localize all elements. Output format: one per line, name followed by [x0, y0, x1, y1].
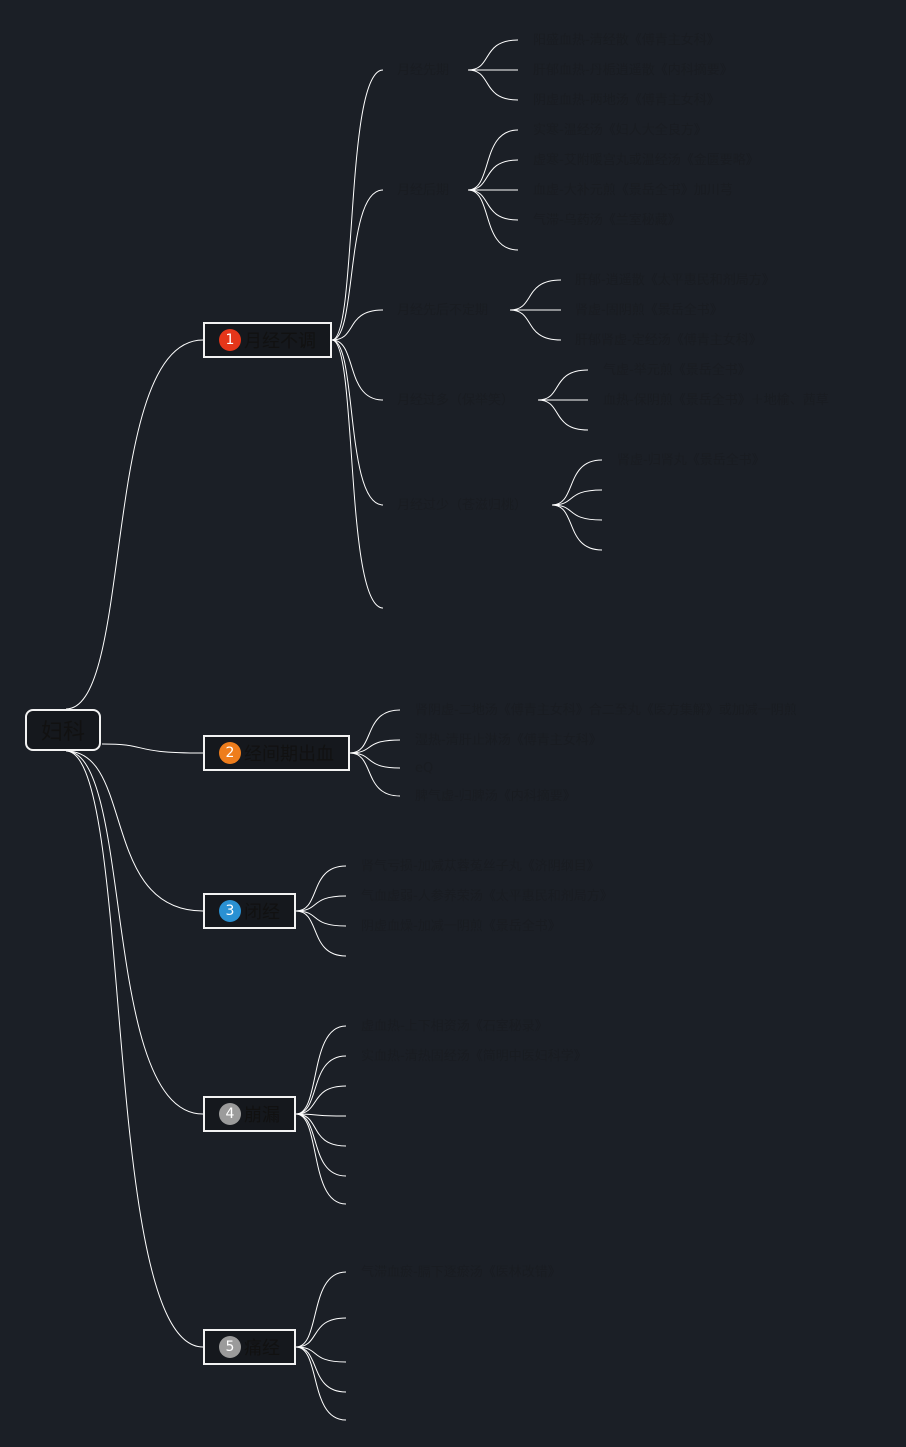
- connector-root-branch-1: [65, 339, 204, 710]
- connector-leaf: [349, 739, 401, 754]
- connector-leaf: [509, 279, 562, 311]
- connector-branch-subtopic: [331, 309, 384, 341]
- connector-leaf: [349, 752, 401, 769]
- connector-leaf: [295, 910, 347, 957]
- branch-node-metrorrhagia[interactable]: 4 崩漏: [203, 1096, 296, 1132]
- badge-number-4: 4: [219, 1103, 241, 1125]
- subtopic-label[interactable]: 月经过多（保举笑）: [397, 393, 515, 408]
- connector-leaf: [537, 399, 589, 431]
- leaf-label[interactable]: 虚寒-艾附暖宫丸或温经汤《金匮要略》: [533, 153, 759, 168]
- leaf-label[interactable]: 虚血热-上下相资汤《石室秘录》: [361, 1019, 548, 1034]
- leaf-label[interactable]: 肾虚-归肾丸《景岳全书》: [617, 453, 765, 468]
- connector-leaf: [551, 504, 603, 521]
- connector-leaf: [551, 459, 603, 506]
- branch-label: 痛经: [244, 1338, 280, 1359]
- branch-node-menstrual-irregularity[interactable]: 1 月经不调: [203, 322, 332, 358]
- branch-node-amenorrhea[interactable]: 3 闭经: [203, 893, 296, 929]
- leaf-label[interactable]: 血热-保阴煎《景岳全书》＋地榆、茜草: [603, 393, 829, 408]
- connector-branch-subtopic: [331, 339, 384, 401]
- connector-leaf: [467, 69, 519, 101]
- connector-branch-subtopic: [331, 69, 384, 341]
- leaf-label[interactable]: 阳盛血热-清经散《傅青主女科》: [533, 33, 720, 48]
- subtopic-label[interactable]: 月经过少（苍滋归桃）: [397, 498, 528, 513]
- leaf-label[interactable]: 肝郁-逍遥散《太平惠民和剂局方》: [575, 273, 775, 288]
- connector-leaf: [551, 489, 603, 506]
- connector-leaf: [551, 504, 603, 551]
- badge-number-2: 2: [219, 742, 241, 764]
- connector-branch-subtopic: [331, 189, 384, 341]
- leaf-label[interactable]: 气虚-举元煎《景岳全书》: [603, 363, 751, 378]
- leaf-label[interactable]: 气滞-乌药汤《兰室秘藏》: [533, 213, 681, 228]
- connector-leaf: [467, 159, 519, 191]
- connector-leaf: [295, 865, 347, 912]
- connector-leaf: [509, 309, 562, 341]
- connector-leaf: [467, 129, 519, 191]
- connector-leaf: [295, 1085, 347, 1115]
- leaf-label[interactable]: 实寒-温经汤《妇人大全良方》: [533, 123, 707, 138]
- connector-leaf: [295, 1113, 347, 1147]
- connector-leaf: [295, 1025, 347, 1115]
- root-node[interactable]: 妇科: [25, 709, 101, 751]
- connector-leaf: [467, 39, 519, 71]
- leaf-label[interactable]: 阴虚血燥-加减一阴煎《景岳全书》: [361, 919, 561, 934]
- leaf-label[interactable]: 肝郁肾虚-定经汤《傅青主女科》: [575, 333, 762, 348]
- connector-branch-subtopic: [331, 339, 384, 609]
- connector-leaf: [295, 1346, 347, 1393]
- leaf-label[interactable]: 脾气虚-归脾汤《内科摘要》: [415, 789, 576, 804]
- connector-leaf: [295, 1346, 347, 1363]
- leaf-label[interactable]: 血虚-大补元煎《景岳全书》加川芎: [533, 183, 733, 198]
- connector-leaf: [295, 895, 347, 912]
- leaf-label[interactable]: 实血热-清热固经汤《简明中医妇科学》: [361, 1049, 587, 1064]
- branch-label: 崩漏: [244, 1105, 280, 1126]
- branch-label: 月经不调: [244, 331, 316, 352]
- connector-leaf: [467, 189, 519, 221]
- leaf-label[interactable]: 肾虚-固阴煎《景岳全书》: [575, 303, 723, 318]
- connector-root-branch-2: [101, 743, 204, 754]
- connector-leaf: [295, 1346, 347, 1421]
- connector-leaf: [295, 1113, 347, 1117]
- leaf-label[interactable]: 湿热-清肝止淋汤《傅青主女科》: [415, 733, 602, 748]
- branch-label: 闭经: [244, 902, 280, 923]
- connector-root-branch-4: [65, 750, 204, 1115]
- badge-number-3: 3: [219, 900, 241, 922]
- leaf-label[interactable]: 气血虚弱-人参养荣汤《太平惠民和剂局方》: [361, 889, 613, 904]
- connector-leaf: [349, 752, 401, 797]
- connector-root-branch-5: [65, 750, 204, 1348]
- leaf-label[interactable]: 肝郁血热-丹栀逍遥散《内科摘要》: [533, 63, 733, 78]
- branch-node-intermenstrual-bleeding[interactable]: 2 经间期出血: [203, 735, 350, 771]
- connector-leaf: [467, 189, 519, 251]
- connector-leaf: [295, 1271, 347, 1348]
- connector-root-branch-3: [65, 750, 204, 912]
- badge-number-5: 5: [219, 1336, 241, 1358]
- root-label: 妇科: [40, 720, 85, 745]
- leaf-label[interactable]: 肾气亏损-加减苁蓉菟丝子丸《济阴纲目》: [361, 859, 600, 874]
- connector-leaf: [295, 910, 347, 927]
- branch-node-dysmenorrhea[interactable]: 5 痛经: [203, 1329, 296, 1365]
- connector-leaf: [295, 1113, 347, 1205]
- connector-branch-subtopic: [331, 339, 384, 506]
- connector-leaf: [349, 709, 401, 754]
- connector-leaf: [537, 369, 589, 401]
- connector-leaf: [295, 1317, 347, 1348]
- branch-label: 经间期出血: [244, 744, 334, 765]
- connector-leaf: [295, 1055, 347, 1115]
- leaf-label[interactable]: 气滞血瘀-膈下逐瘀汤《医林改错》: [361, 1265, 561, 1280]
- leaf-label[interactable]: 阴虚血热-两地汤《傅青主女科》: [533, 93, 720, 108]
- subtopic-label[interactable]: 月经先期: [397, 63, 450, 78]
- badge-number-1: 1: [219, 329, 241, 351]
- leaf-label[interactable]: 肾阴虚-二地汤《傅青主女科》合二至丸《医方集解》或加减一阴煎: [415, 703, 797, 718]
- leaf-label[interactable]: eQ: [415, 761, 434, 776]
- subtopic-label[interactable]: 月经后期: [397, 183, 450, 198]
- subtopic-label[interactable]: 月经先后不定期: [397, 303, 489, 318]
